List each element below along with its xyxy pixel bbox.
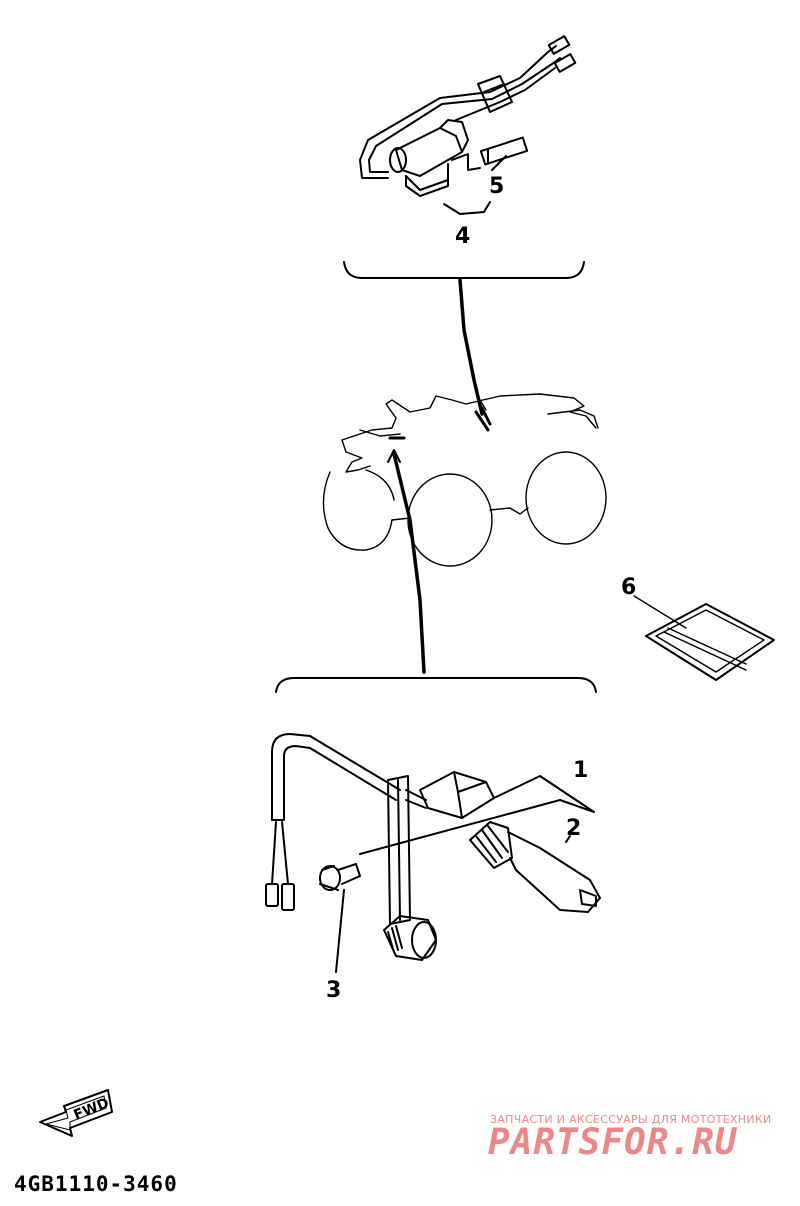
watermark-logo: PARTSFOR.RU	[488, 1122, 738, 1163]
switch-assembly	[265, 733, 601, 973]
callout-4: 4	[455, 224, 471, 249]
group-bracket-bottom	[275, 677, 597, 693]
atv-outline	[322, 393, 607, 567]
watermark-subtitle: ЗАПЧАСТИ И АКСЕССУАРЫ ДЛЯ МОТОТЕХНИКИ	[490, 1113, 772, 1126]
leader-bottom-to-atv	[392, 452, 426, 674]
fwd-arrow-icon	[39, 1089, 113, 1137]
callout-5: 5	[489, 174, 505, 199]
leader-top-to-atv	[458, 278, 484, 416]
callout-3: 3	[326, 978, 342, 1003]
callout-2: 2	[566, 816, 582, 841]
part-code: 4GB1110-3460	[14, 1172, 178, 1196]
wire-harness-assembly	[359, 35, 577, 215]
group-bracket-top	[343, 261, 585, 279]
callout-6: 6	[621, 575, 637, 600]
callout-1: 1	[573, 758, 589, 783]
label-sheet	[633, 595, 775, 681]
